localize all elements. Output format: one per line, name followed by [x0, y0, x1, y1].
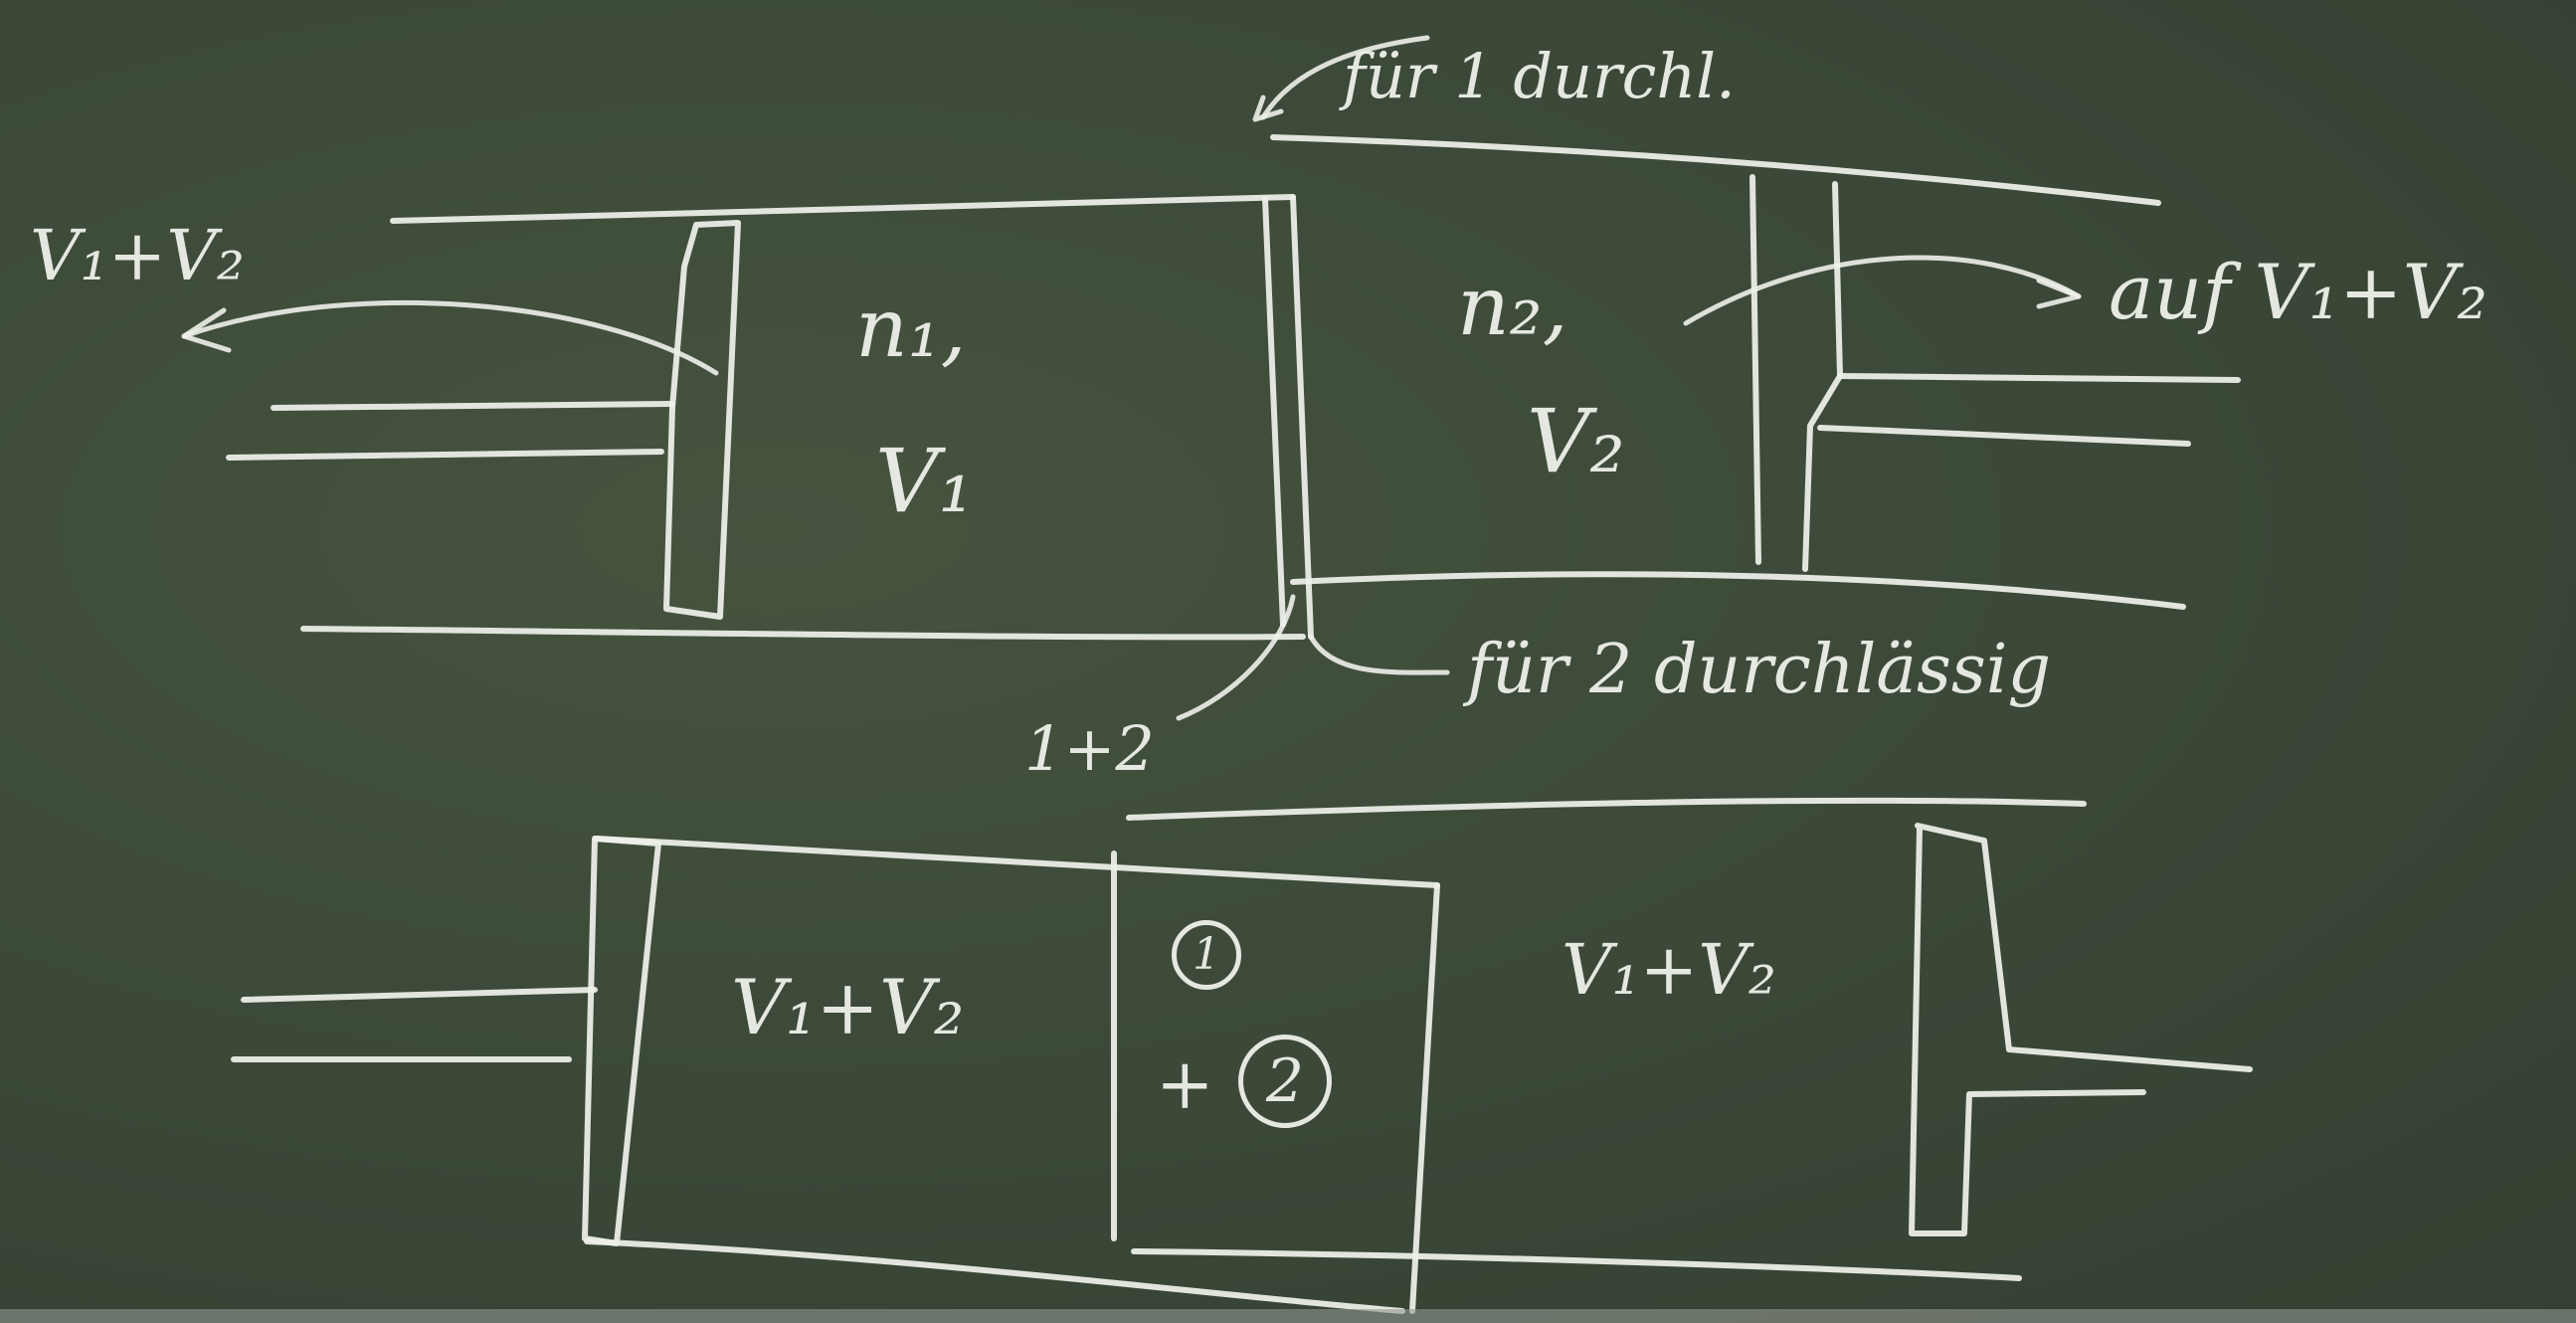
mixture-leader [1176, 594, 1296, 721]
top-right-cylinder-bottom-wall [1290, 571, 2186, 610]
bottom-left-box-bottom [584, 1238, 1405, 1314]
mixture-label: 1+2 [1024, 712, 1155, 785]
top-right-chamber-label: n₂, [1457, 260, 1568, 354]
top-right-piston-rod-upper [1837, 373, 2241, 383]
top-left-arrow-label: V₁+V₂ [30, 215, 245, 296]
membrane-bottom-leader [1308, 634, 1450, 675]
top-right-arrow-head [2036, 278, 2082, 309]
top-right-cylinder-top-wall [1270, 134, 2161, 206]
top-left-chamber-label: n₁, [855, 282, 967, 376]
top-membrane-right [1290, 194, 1314, 640]
board-tray-edge [0, 1309, 2576, 1323]
bottom-middle-circled-1: 1 [1172, 920, 1241, 990]
top-right-arrow [1683, 255, 2082, 326]
top-membrane-left [1262, 196, 1286, 628]
bottom-middle-plus: + [1156, 1043, 1214, 1125]
top-left-cylinder-top-wall [390, 194, 1296, 224]
top-left-arrow-head [181, 307, 232, 353]
bottom-right-volume: V₁+V₂ [1562, 929, 1776, 1011]
top-right-arrow-label: auf V₁+V₂ [2109, 248, 2487, 336]
top-right-piston-left [1749, 174, 1761, 565]
membrane-top-leader-head [1252, 94, 1284, 122]
top-left-piston [663, 220, 741, 620]
bottom-right-cylinder-top-wall [1126, 797, 2087, 821]
bottom-middle-right-wall [1409, 882, 1440, 1314]
top-left-chamber-volume: V₁ [875, 430, 974, 532]
top-right-chamber-volume: V₂ [1527, 390, 1625, 492]
bottom-left-box-top [594, 836, 1440, 888]
top-right-piston-rod-lower [1817, 425, 2191, 447]
top-left-piston-rod-upper [271, 401, 674, 411]
top-right-piston-right [1802, 181, 1843, 572]
bottom-middle-circled-2: 2 [1238, 1035, 1332, 1128]
top-left-piston-rod-lower [226, 449, 664, 461]
top-left-cylinder-bottom-wall [300, 626, 1306, 641]
membrane-top-leader [1260, 35, 1430, 120]
membrane-bottom-label: für 2 durchlässig [1467, 631, 2052, 709]
bottom-left-piston [582, 836, 661, 1246]
membrane-top-label: für 1 durchl. [1343, 40, 1736, 112]
top-left-arrow [181, 299, 719, 376]
bottom-left-volume: V₁+V₂ [731, 963, 965, 1051]
bottom-right-piston [1909, 823, 2253, 1236]
bottom-left-piston-rod-upper [241, 987, 598, 1003]
bottom-right-cylinder-bottom-wall [1131, 1248, 2022, 1281]
